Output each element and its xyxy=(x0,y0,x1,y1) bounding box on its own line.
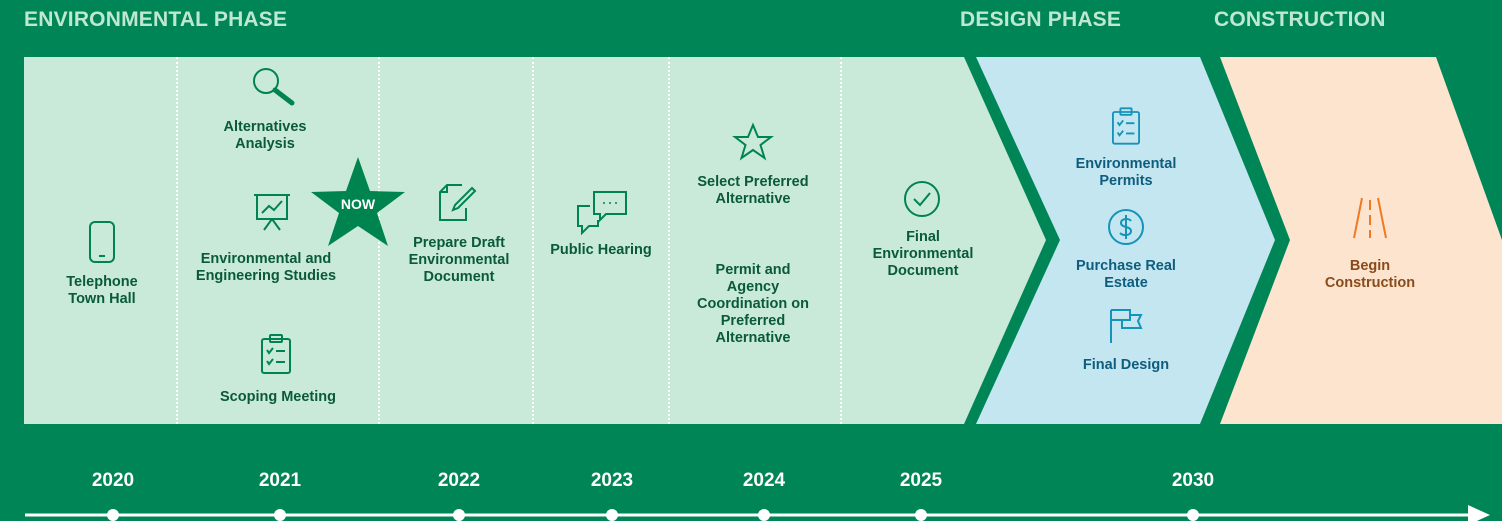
step-purchase-real-estate: Purchase Real Estate xyxy=(1076,258,1176,291)
column-divider xyxy=(668,57,670,424)
step-environmental-permits: Environmental Permits xyxy=(1075,156,1177,189)
presentation-board-icon xyxy=(253,192,291,232)
column-divider xyxy=(532,57,534,424)
step-select-preferred: Select Preferred Alternative xyxy=(697,174,809,207)
year-label: 2021 xyxy=(258,470,302,491)
timeline-dot xyxy=(606,509,618,521)
step-scoping-meeting: Scoping Meeting xyxy=(220,389,336,405)
flag-icon xyxy=(1109,308,1145,344)
speech-bubbles-icon xyxy=(576,190,628,236)
design-phase-title: DESIGN PHASE xyxy=(960,8,1122,31)
year-label: 2022 xyxy=(437,470,481,491)
step-final-design: Final Design xyxy=(1082,357,1170,373)
timeline-dot xyxy=(758,509,770,521)
timeline-dot xyxy=(107,509,119,521)
column-divider xyxy=(176,57,178,424)
document-pencil-icon xyxy=(438,182,477,222)
environmental-phase-title: ENVIRONMENTAL PHASE xyxy=(24,8,288,31)
year-label: 2024 xyxy=(742,470,786,491)
timeline-dot xyxy=(453,509,465,521)
timeline-dot xyxy=(915,509,927,521)
step-begin-construction: Begin Construction xyxy=(1324,258,1416,291)
timeline-dot xyxy=(1187,509,1199,521)
step-final-environmental-document: Final Environmental Document xyxy=(872,229,974,279)
year-label: 2023 xyxy=(590,470,634,491)
now-label: NOW xyxy=(340,196,376,212)
now-star-marker xyxy=(311,157,405,246)
design-phase-band xyxy=(976,57,1275,424)
star-icon xyxy=(732,122,774,161)
year-label: 2020 xyxy=(91,470,135,491)
road-icon xyxy=(1350,196,1390,240)
timeline-dot xyxy=(274,509,286,521)
clipboard-checklist-icon xyxy=(261,334,291,374)
step-public-hearing: Public Hearing xyxy=(550,242,652,258)
check-circle-icon xyxy=(903,180,941,218)
step-prepare-draft: Prepare Draft Environmental Document xyxy=(408,235,510,285)
timeline-arrow xyxy=(25,505,1490,521)
column-divider xyxy=(840,57,842,424)
column-divider xyxy=(378,57,380,424)
step-environmental-studies: Environmental and Engineering Studies xyxy=(195,251,337,284)
clipboard-checklist-icon xyxy=(1112,107,1140,145)
step-permit-coordination: Permit and Agency Coordination on Prefer… xyxy=(697,262,809,346)
magnifier-icon xyxy=(252,67,298,107)
environmental-phase-band xyxy=(24,57,1046,424)
step-telephone-town-hall: Telephone Town Hall xyxy=(66,274,138,307)
year-label: 2025 xyxy=(899,470,943,491)
year-label: 2030 xyxy=(1171,470,1215,491)
construction-phase-title: CONSTRUCTION xyxy=(1214,8,1386,31)
smartphone-icon xyxy=(88,221,116,263)
construction-phase-band xyxy=(1220,57,1502,424)
dollar-circle-icon xyxy=(1107,208,1145,246)
step-alternatives-analysis: Alternatives Analysis xyxy=(223,119,307,152)
